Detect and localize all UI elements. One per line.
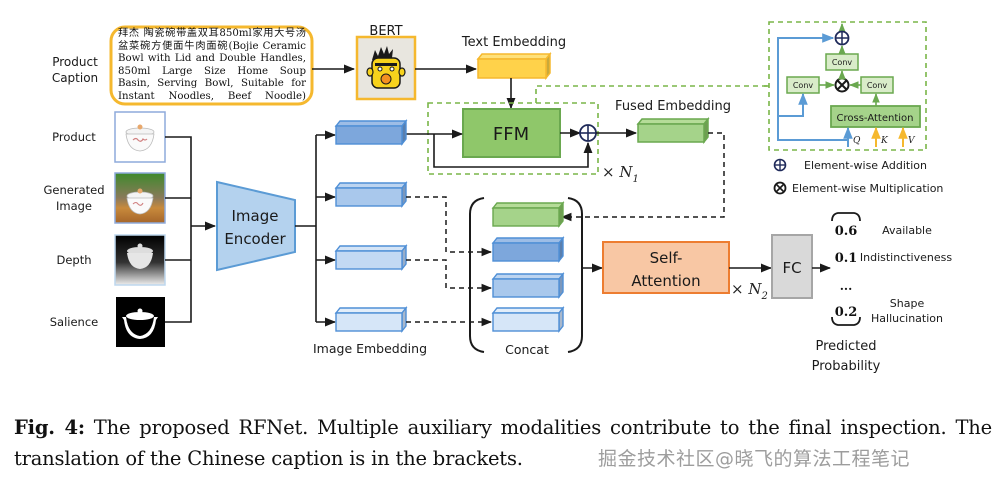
self-attention-label-1: Self- <box>650 249 683 267</box>
ffm-repeat-frame <box>427 102 599 175</box>
element-wise-addition-icon <box>579 124 597 142</box>
concat-image-embedding-2 <box>491 272 565 299</box>
conv-right-label: Conv <box>867 81 888 90</box>
addition-symbol-icon <box>773 158 787 172</box>
fc-block: FC <box>771 234 813 299</box>
embedding-to-concat-links <box>406 196 493 327</box>
text-embedding-block <box>476 51 552 81</box>
prediction-label-hallucination: Hallucination <box>871 312 943 325</box>
prediction-value-indistinctiveness: 0.1 <box>835 251 858 266</box>
image-embedding-label: Image Embedding <box>313 341 427 356</box>
ffm-block: FFM <box>462 108 561 158</box>
text-embedding-label: Text Embedding <box>461 35 566 50</box>
image-encoder-block: Image Encoder <box>216 180 296 272</box>
depth-map-thumbnail <box>114 234 166 286</box>
legend-addition-label: Element-wise Addition <box>804 159 927 172</box>
concat-image-embedding-1 <box>491 236 565 263</box>
modality-connectors <box>165 136 192 323</box>
q-label: Q <box>853 136 861 146</box>
figure-number: Fig. 4: <box>14 416 85 439</box>
figure-caption-text: The proposed RFNet. Multiple auxiliary m… <box>14 416 992 470</box>
concat-fused-embedding <box>491 201 565 228</box>
image-embedding-4 <box>334 306 408 333</box>
v-label: V <box>908 136 916 146</box>
watermark: 掘金技术社区@晓飞的算法工程笔记 <box>598 448 911 470</box>
modality-label-salience: Salience <box>50 315 99 329</box>
modality-label-generated: Generated <box>43 183 104 197</box>
concat-label: Concat <box>505 342 549 357</box>
prediction-value-shape-hallucination: 0.2 <box>835 305 858 320</box>
predicted-probability-label-1: Predicted <box>815 339 876 354</box>
conv-top-label: Conv <box>832 58 853 67</box>
prediction-ellipsis: ... <box>840 279 853 293</box>
multiplication-symbol-icon <box>773 181 787 195</box>
n1-repeat-label: × N1 <box>602 163 639 185</box>
prediction-brace-top <box>831 212 861 222</box>
detail-multiplication-icon <box>834 77 850 93</box>
product-caption-label: Product <box>52 55 98 69</box>
modality-label-product: Product <box>52 130 96 144</box>
figure-caption: Fig. 4: The proposed RFNet. Multiple aux… <box>14 412 992 474</box>
fc-label: FC <box>782 259 801 277</box>
predicted-probability-label-2: Probability <box>812 359 881 374</box>
image-embedding-1 <box>334 119 408 146</box>
product-caption-text: 拜杰 陶瓷碗带盖双耳850ml家用大号汤盆菜碗方便面牛肉面碗(Bojie Cer… <box>118 28 306 102</box>
salience-mask-thumbnail <box>116 297 165 347</box>
caption-box <box>109 25 314 106</box>
legend-addition: Element-wise Addition <box>773 158 927 172</box>
fused-embedding-block <box>636 116 710 145</box>
image-encoder-label-1: Image <box>232 207 279 225</box>
generated-image-thumbnail <box>114 172 166 224</box>
ffm-detail-link <box>535 85 770 103</box>
self-attention-block: Self- Attention <box>602 241 730 294</box>
legend-multiplication-label: Element-wise Multiplication <box>792 182 943 195</box>
fused-to-concat-arrow <box>560 132 725 222</box>
image-embedding-3 <box>334 244 408 271</box>
image-encoder-label-2: Encoder <box>224 230 286 248</box>
concat-image-embedding-3 <box>491 306 565 333</box>
modality-label-generated-2: Image <box>56 199 92 213</box>
cross-attention-label: Cross-Attention <box>837 113 914 124</box>
ffm-residual-arrow <box>433 134 593 168</box>
product-caption-label-2: Caption <box>52 71 98 85</box>
image-embedding-2 <box>334 181 408 208</box>
conv-left-label: Conv <box>793 81 814 90</box>
bert-label: BERT <box>369 24 402 39</box>
prediction-label-shape: Shape <box>890 297 925 310</box>
encoder-output-connectors <box>295 135 317 322</box>
product-thumbnail <box>114 111 166 163</box>
n2-repeat-label: × N2 <box>731 280 768 302</box>
prediction-brace-bottom <box>831 316 861 326</box>
ffm-label: FFM <box>493 124 529 145</box>
bert-icon <box>355 35 417 101</box>
modality-label-depth: Depth <box>56 253 91 267</box>
detail-addition-icon <box>834 30 850 46</box>
k-label: K <box>880 136 889 146</box>
self-attention-label-2: Attention <box>631 272 700 290</box>
prediction-label-indistinctiveness: Indistinctiveness <box>860 251 952 264</box>
concat-block <box>469 197 583 353</box>
prediction-label-available: Available <box>882 224 932 237</box>
legend-multiplication: Element-wise Multiplication <box>773 181 943 195</box>
fused-embedding-label: Fused Embedding <box>615 99 731 114</box>
ffm-detail-diagram: Conv Conv Conv Cross-Attention Q K V <box>777 23 921 147</box>
prediction-value-available: 0.6 <box>835 224 858 239</box>
rfnet-diagram: Product Caption BERT Text Embedding FFM … <box>43 21 952 374</box>
